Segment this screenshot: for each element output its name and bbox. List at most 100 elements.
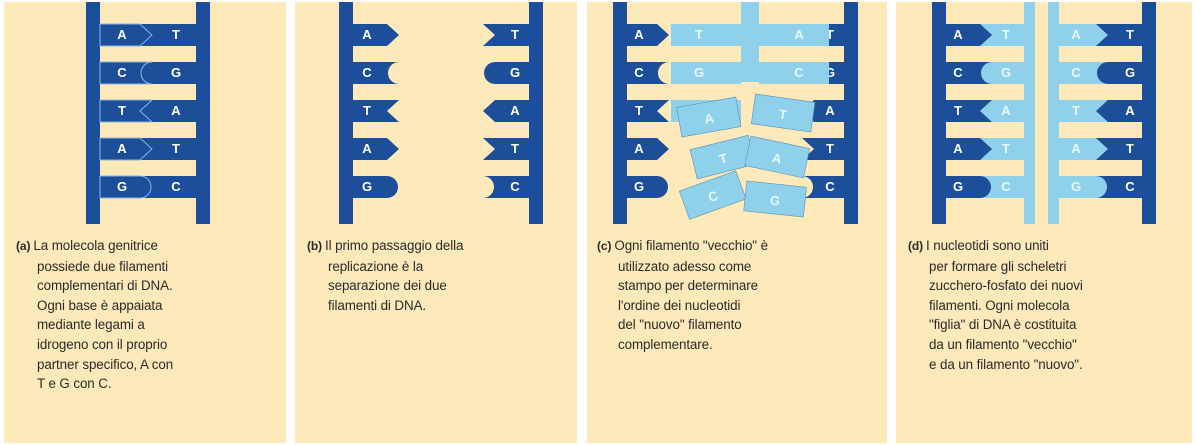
base-left-label: C	[362, 65, 372, 80]
free-nucleotide: T	[751, 93, 816, 133]
caption-line: filamenti. Ogni molecola	[929, 297, 1070, 313]
old-base-right-label: T	[826, 141, 834, 156]
free-nucleotide: C	[678, 170, 747, 220]
base-left-outline	[99, 175, 152, 199]
old-base-left	[627, 176, 668, 198]
base-right-label: T	[511, 141, 519, 156]
new-base-left-label: T	[1002, 141, 1010, 156]
panel-a-right-backbone	[196, 2, 210, 224]
caption-line: La molecola genitrice	[33, 238, 158, 253]
old-base-right-label: G	[1125, 65, 1135, 80]
old-base-right	[1096, 176, 1142, 198]
new-base-left-label: G	[694, 65, 704, 80]
old-base-right	[1097, 62, 1142, 84]
panel-c-right-new-backbone-partial	[749, 2, 759, 82]
new-base-left	[671, 24, 741, 46]
old-base-left-label: G	[634, 179, 644, 194]
old-base-right	[1096, 100, 1142, 122]
caption-line: zucchero-fosfato dei nuovi	[929, 278, 1083, 294]
base-right-label: T	[172, 141, 180, 156]
free-nucleotide-body	[678, 170, 747, 220]
base-left-label: T	[118, 103, 126, 118]
base-right-label: C	[510, 179, 520, 194]
caption-line: stampo per determinare	[618, 278, 758, 294]
caption-line: del "nuovo" filamento	[618, 317, 742, 333]
free-nucleotide-label: T	[778, 107, 788, 123]
panel-d-left-old-backbone	[932, 2, 946, 224]
caption-line: Il primo passaggio della	[325, 238, 464, 253]
free-nucleotide: T	[689, 134, 756, 180]
base-left-label: A	[117, 141, 127, 156]
new-base-right-label: C	[1071, 65, 1081, 80]
caption-line: Ogni filamento "vecchio" è	[614, 238, 768, 253]
rung-gap	[100, 88, 196, 96]
base-right-label: T	[511, 27, 519, 42]
base-right	[484, 62, 529, 84]
panel-b-caption: (b)Il primo passaggio della replicazione…	[307, 236, 463, 315]
old-base-left	[627, 138, 669, 160]
old-base-left-label: T	[635, 103, 643, 118]
panel-a-left-backbone	[86, 2, 100, 224]
caption-line: complementare.	[618, 336, 713, 352]
base-left	[353, 138, 399, 160]
caption-line: partner specifico, A con	[37, 356, 174, 372]
old-base-right-label: G	[825, 65, 835, 80]
caption-line: "figlia" di DNA è costituita	[929, 317, 1077, 333]
old-base-right	[802, 138, 844, 160]
base-left-label: A	[362, 27, 372, 42]
rung-gap	[100, 126, 196, 134]
base-left-label: G	[362, 179, 372, 194]
panel-d-caption: (d)I nucleotidi sono uniti per formare g…	[908, 236, 1083, 374]
new-base-right	[759, 24, 829, 46]
panel-d-tag: (d)	[908, 239, 924, 253]
free-nucleotide: G	[743, 180, 807, 218]
new-base-left-label: A	[1001, 103, 1011, 118]
caption-line: idrogeno con il proprio	[37, 336, 168, 352]
base-left-label: T	[363, 103, 371, 118]
base-right	[483, 24, 529, 46]
old-base-right-label: A	[825, 103, 835, 118]
rung-gap	[100, 164, 196, 172]
panel-c-tag: (c)	[597, 239, 612, 253]
panel-b-tag: (b)	[307, 239, 323, 253]
caption-line: T e G con C.	[37, 376, 112, 392]
panel-c-left-new-backbone-partial	[741, 2, 751, 82]
base-left-outline	[99, 23, 153, 47]
base-right	[483, 176, 529, 198]
base-pair	[100, 100, 196, 122]
new-base-right-label: A	[794, 27, 804, 42]
panel-c-caption: (c)Ogni filamento "vecchio" è utilizzato…	[597, 236, 768, 355]
panel-c-right-old-backbone	[844, 2, 858, 224]
panel-c-left-old-backbone	[613, 2, 627, 224]
base-left-label: G	[117, 179, 127, 194]
old-base-left-label: T	[954, 103, 962, 118]
old-base-right-label: T	[826, 27, 834, 42]
new-base-left-label: C	[1001, 179, 1011, 194]
free-nucleotide-label: A	[771, 150, 784, 167]
new-base-right-label: G	[1071, 179, 1081, 194]
new-base-right-label: C	[794, 65, 804, 80]
old-base-left-label: G	[953, 179, 963, 194]
caption-line: per formare gli scheletri	[929, 258, 1067, 274]
base-pair	[100, 24, 196, 46]
caption-line: da un filamento "vecchio"	[929, 336, 1077, 352]
base-left-label: A	[117, 27, 127, 42]
old-base-left-label: A	[953, 141, 963, 156]
new-base-left-label: T	[1002, 27, 1010, 42]
new-base-left	[671, 62, 741, 84]
panel-b-left-backbone	[339, 2, 353, 224]
old-base-left-label: A	[634, 27, 644, 42]
new-base-right-label: A	[1071, 27, 1081, 42]
free-nucleotide: A	[744, 135, 811, 179]
panel-a-caption: (a)La molecola genitrice possiede due fi…	[16, 236, 173, 394]
base-left	[353, 62, 399, 84]
free-nucleotide: A	[676, 96, 742, 138]
base-right-label: G	[510, 65, 520, 80]
caption-line: replicazione è la	[328, 258, 424, 274]
